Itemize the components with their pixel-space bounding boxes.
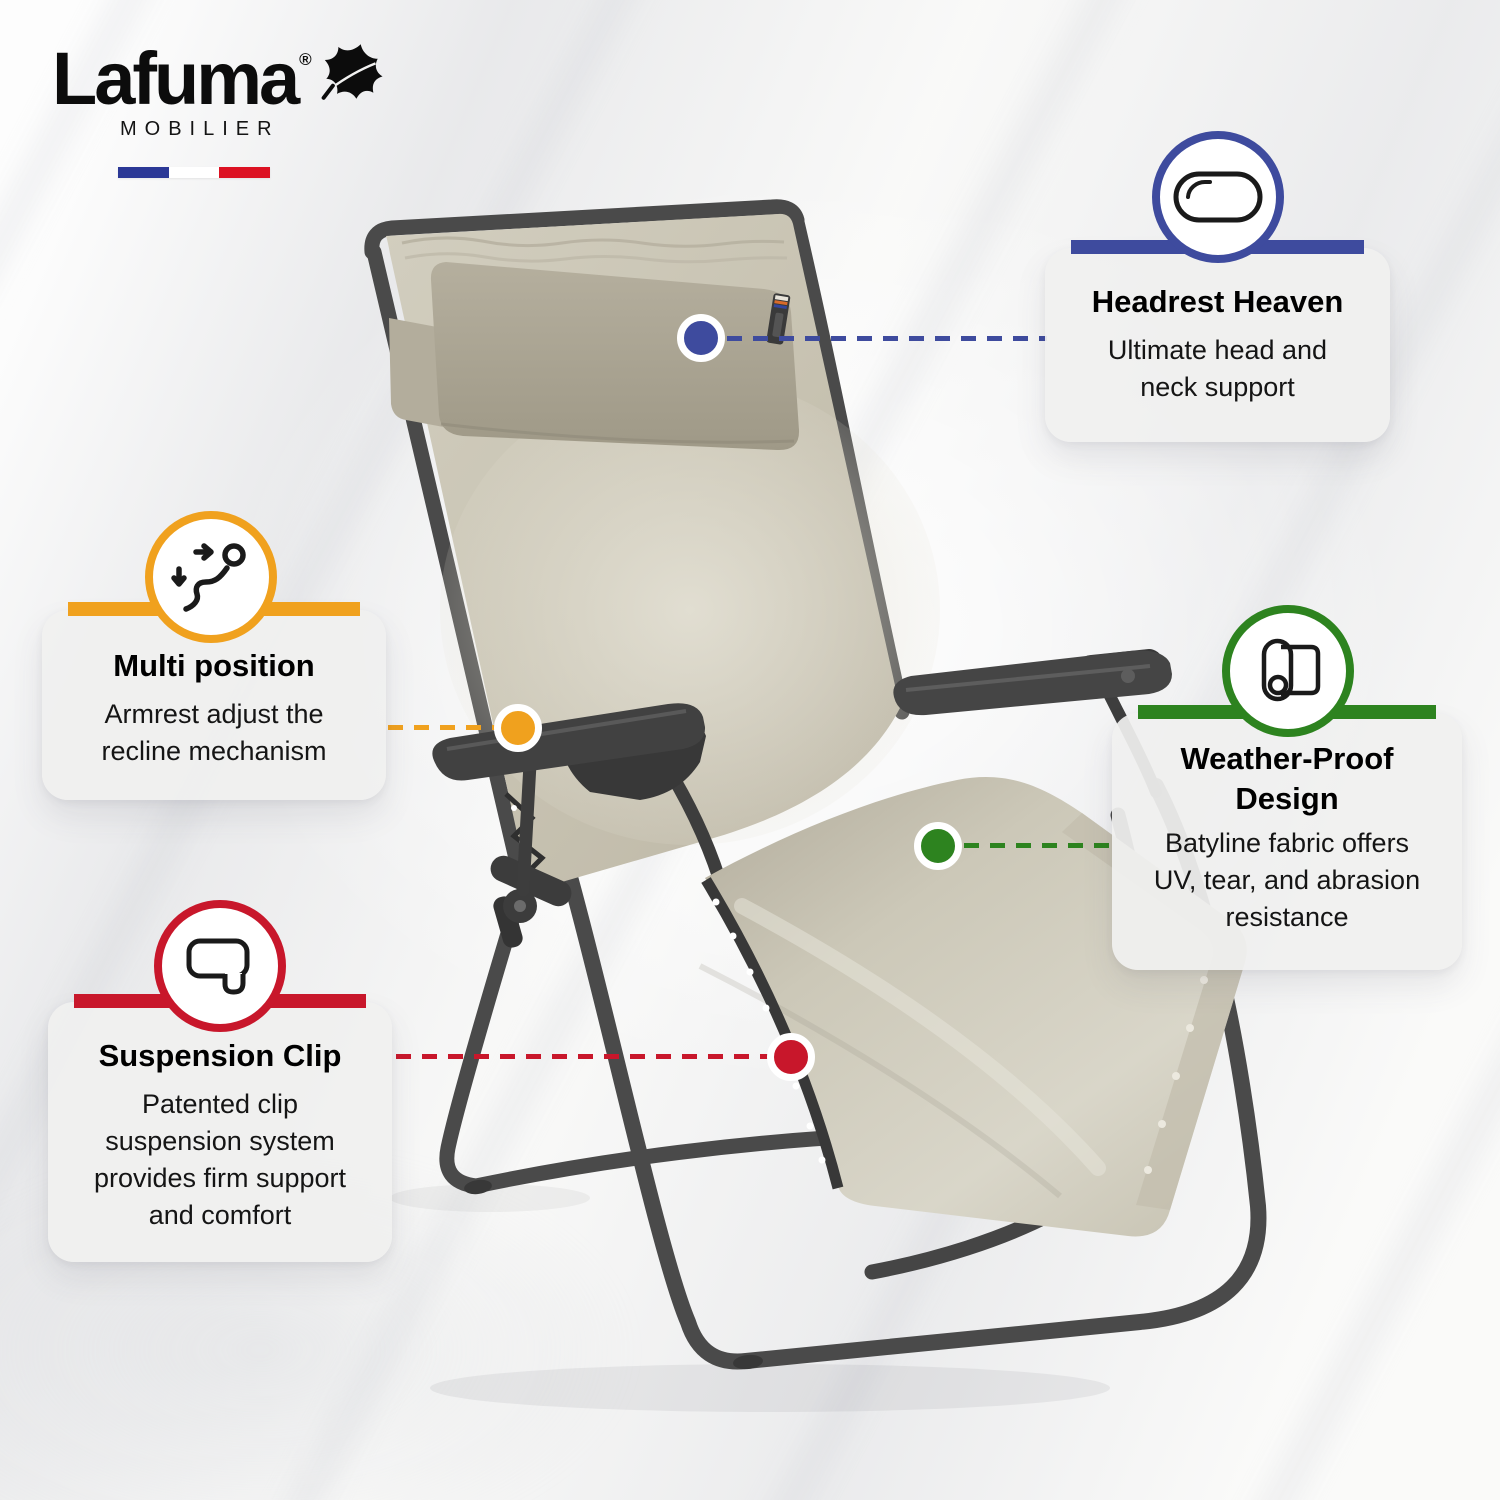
feature-dot-weather-proof <box>914 822 962 870</box>
callout-title: Headrest Heaven <box>1091 284 1344 319</box>
connector-line-suspension-clip <box>396 1054 791 1059</box>
brand-tag <box>766 293 791 345</box>
callout-title: Multi position <box>113 648 315 683</box>
leaf-icon <box>321 44 383 100</box>
feature-dot-multi-position <box>494 704 542 752</box>
callout-card-headrest: Headrest Heaven Ultimate head and neck s… <box>1045 240 1390 442</box>
feature-dot-suspension-clip <box>767 1033 815 1081</box>
registered-mark: ® <box>299 50 312 69</box>
brand-subtitle: MOBILIER <box>120 118 280 140</box>
french-flag-icon <box>118 167 270 178</box>
recline-figure-icon <box>145 511 277 643</box>
fabric-roll-icon <box>1222 605 1354 737</box>
callout-body: Patented clip suspension system provides… <box>93 1089 347 1230</box>
feature-dot-headrest <box>677 314 725 362</box>
brand-name: Lafuma <box>52 37 300 120</box>
callout-title: Weather-Proof Design <box>1180 741 1394 816</box>
headrest-icon <box>1152 131 1284 263</box>
connector-line-multi-position <box>388 725 518 730</box>
callout-body: Batyline fabric offers UV, tear, and abr… <box>1153 828 1421 932</box>
flag-blue <box>118 167 169 178</box>
callout-card-suspension-clip: Suspension Clip Patented clip suspension… <box>48 994 392 1262</box>
callout-body: Ultimate head and neck support <box>1107 335 1328 402</box>
callout-body: Armrest adjust the recline mechanism <box>101 699 327 766</box>
connector-line-headrest <box>701 336 1047 341</box>
connector-line-weather-proof <box>938 843 1118 848</box>
brand-logo: Lafuma ® MOBILIER <box>52 40 384 178</box>
callout-card-weather-proof: Weather-Proof Design Batyline fabric off… <box>1112 705 1462 970</box>
clip-icon <box>154 900 286 1032</box>
flag-red <box>219 167 270 178</box>
flag-white <box>169 167 219 178</box>
callout-title: Suspension Clip <box>98 1038 342 1073</box>
